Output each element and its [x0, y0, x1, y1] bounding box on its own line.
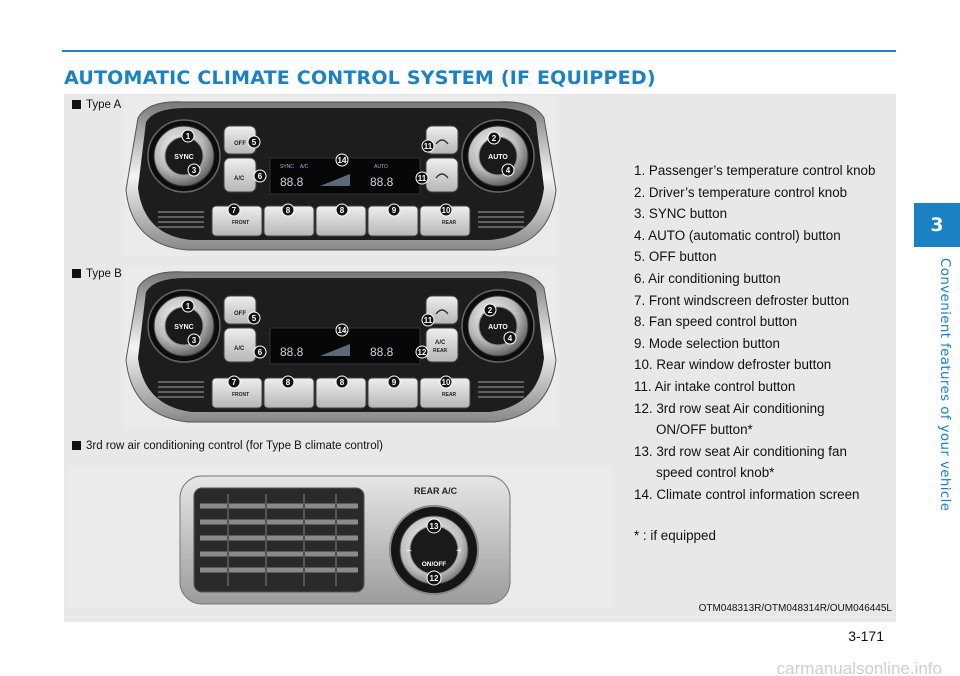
legend-item: 5. OFF button: [634, 249, 717, 265]
display-temp-left: 88.8: [280, 175, 304, 189]
callout-11-lower: 11: [418, 174, 427, 183]
callout-10: 10: [442, 206, 451, 215]
callout-3: 3: [192, 166, 197, 175]
callout-14: 14: [338, 156, 347, 165]
callout-b-8-a: 8: [286, 378, 291, 387]
auto-button-text: AUTO: [488, 154, 508, 161]
footnote: * : if equipped: [634, 527, 716, 543]
component-legend: 1. Passenger’s temperature control knob …: [634, 160, 896, 546]
callout-b-10: 10: [442, 378, 451, 387]
auto-button-text-b: AUTO: [488, 324, 508, 331]
callout-5: 5: [252, 138, 257, 147]
callout-rear-12: 12: [430, 574, 439, 583]
legend-item-14: 14. Climate control information screen: [634, 486, 860, 502]
callout-b-4: 4: [508, 334, 513, 343]
callout-b-7: 7: [232, 378, 237, 387]
callout-b-2: 2: [488, 306, 493, 315]
ac-button-text: A/C: [234, 176, 245, 182]
on-off-button-text: ON/OFF: [422, 561, 447, 568]
rear-ac-control-illustration: REAR A/C − + ON/OFF 13 12: [68, 466, 612, 608]
callout-2: 2: [492, 134, 497, 143]
off-button-text: OFF: [234, 141, 246, 147]
sync-button-text: SYNC: [174, 154, 193, 161]
callout-b-12: 12: [418, 348, 427, 357]
callout-rear-13: 13: [430, 522, 439, 531]
callout-b-6: 6: [258, 348, 263, 357]
callout-b-14: 14: [338, 326, 347, 335]
callout-b-9: 9: [392, 378, 397, 387]
callout-9: 9: [392, 206, 397, 215]
callout-6: 6: [258, 172, 263, 181]
callout-11-upper: 11: [424, 142, 433, 151]
rear-ac-title-text: REAR A/C: [414, 486, 458, 496]
callout-b-11: 11: [424, 316, 433, 325]
legend-item: 2. Driver’s temperature control knob: [634, 184, 848, 200]
legend-item: 6. Air conditioning button: [634, 270, 781, 286]
chapter-tab: 3: [914, 203, 960, 247]
square-bullet-icon: [72, 441, 81, 450]
display-sync-text: SYNC: [280, 164, 294, 170]
watermark-text: carmanualsonline.info: [777, 662, 942, 676]
display-temp-left-b: 88.8: [280, 345, 304, 359]
front-button-text-b: FRONT: [232, 392, 249, 398]
page-number: 3-171: [848, 628, 884, 644]
fan-plus-text: +: [456, 546, 462, 557]
legend-item: 7. Front windscreen defroster button: [634, 292, 850, 308]
header-rule: [62, 50, 896, 52]
callout-8-b: 8: [340, 206, 345, 215]
callout-b-3: 3: [192, 336, 197, 345]
watermark-footer: carmanualsonline.info: [777, 662, 942, 676]
callout-4: 4: [506, 166, 511, 175]
off-button-text-b: OFF: [234, 311, 246, 317]
fan-minus-text: −: [406, 546, 412, 557]
square-bullet-icon: [72, 100, 81, 109]
legend-item-12-line2: ON/OFF button*: [656, 422, 753, 438]
legend-item: 10. Rear window defroster button: [634, 357, 832, 373]
chapter-title: Convenient features of your vehicle: [937, 258, 952, 512]
callout-b-5: 5: [252, 314, 257, 323]
rear-control-label: 3rd row air conditioning control (for Ty…: [72, 440, 383, 452]
type-b-label: Type B: [72, 268, 122, 280]
display-temp-right-b: 88.8: [370, 345, 394, 359]
display-temp-right: 88.8: [370, 175, 394, 189]
callout-7: 7: [232, 206, 237, 215]
callout-1: 1: [186, 132, 191, 141]
legend-item: 8. Fan speed control button: [634, 314, 798, 330]
ac-button-text-b: A/C: [234, 346, 245, 352]
display-ac-text: A/C: [300, 164, 309, 170]
sync-button-text-b: SYNC: [174, 324, 193, 331]
legend-item: 1. Passenger’s temperature control knob: [634, 163, 876, 178]
legend-item: 4. AUTO (automatic control) button: [634, 227, 841, 243]
legend-item-12-line1: 12. 3rd row seat Air conditioning: [634, 400, 825, 416]
legend-item: 3. SYNC button: [634, 206, 728, 222]
ac-rear-button-text: A/C: [435, 340, 446, 346]
display-auto-text: AUTO: [374, 164, 388, 170]
rear-button-text-b: REAR: [442, 392, 457, 398]
ac-rear-button-subtext: REAR: [433, 348, 448, 354]
callout-b-1: 1: [186, 302, 191, 311]
type-a-climate-panel-illustration: SYNC AUTO OFF A/C SYNC A/C AUTO 88.8 88.…: [124, 96, 558, 256]
type-b-climate-panel-illustration: SYNC AUTO OFF A/C A/C REAR 88.8 88.8 FRO…: [124, 266, 558, 428]
legend-item-13-line2: speed control knob*: [656, 465, 775, 481]
rear-button-text: REAR: [442, 220, 457, 226]
page-title: AUTOMATIC CLIMATE CONTROL SYSTEM (IF EQU…: [64, 67, 656, 89]
legend-item: 9. Mode selection button: [634, 335, 780, 351]
callout-8-a: 8: [286, 206, 291, 215]
type-a-label: Type A: [72, 99, 121, 111]
legend-item: 11. Air intake control button: [634, 378, 796, 394]
legend-item-13-line1: 13. 3rd row seat Air conditioning fan: [634, 443, 847, 459]
image-credit: OTM048313R/OTM048314R/OUM046445L: [698, 603, 892, 614]
callout-b-8-b: 8: [340, 378, 345, 387]
square-bullet-icon: [72, 269, 81, 278]
front-button-text: FRONT: [232, 220, 249, 226]
